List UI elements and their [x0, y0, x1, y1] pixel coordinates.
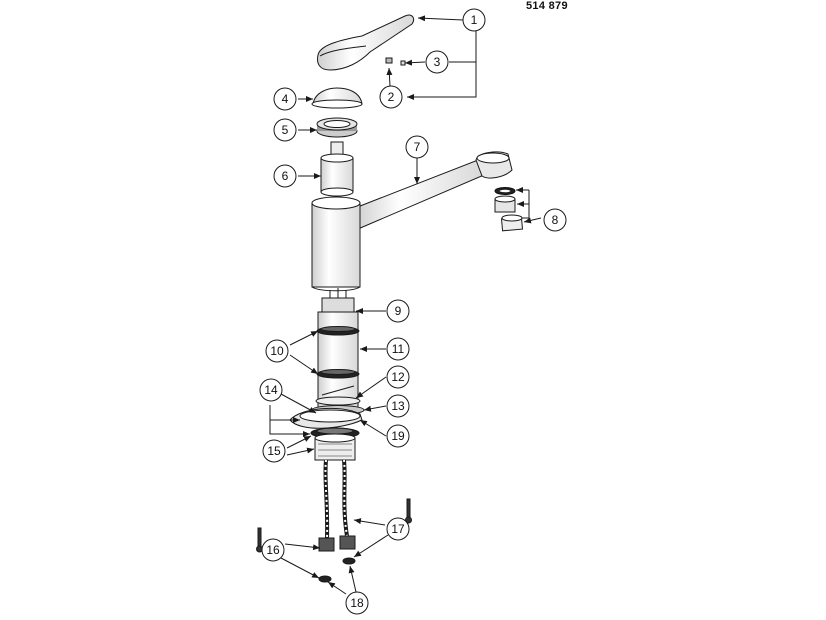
callout-circle	[273, 118, 297, 142]
callout-circle	[265, 339, 289, 363]
callout-circle	[425, 50, 449, 74]
hose-nut-right	[339, 535, 356, 550]
callout-label: 17	[391, 522, 405, 536]
callout-circle	[261, 538, 285, 562]
washer-upper	[315, 396, 361, 406]
callout-7: 7	[405, 135, 429, 159]
callout-circle	[273, 164, 297, 188]
callout-label: 9	[395, 304, 402, 318]
callout-circle	[386, 337, 410, 361]
callout-label: 13	[391, 399, 405, 413]
callout-circle	[462, 8, 486, 32]
grub-screw	[385, 57, 393, 64]
callout-circle	[379, 85, 403, 109]
callout-label: 2	[388, 90, 395, 104]
callout-label: 1	[471, 13, 478, 27]
cartridge-body	[320, 157, 354, 193]
callout-12: 12	[386, 365, 410, 389]
callout-8: 8	[543, 208, 567, 232]
callout-label: 11	[392, 342, 405, 356]
callout-18: 18	[345, 591, 369, 615]
hose-nut-left	[318, 537, 335, 552]
document-number: 514 879	[526, 0, 568, 12]
callout-11: 11	[386, 337, 410, 361]
faucet-body	[311, 202, 361, 288]
callout-14: 14	[259, 378, 283, 402]
callout-label: 19	[391, 429, 405, 443]
callout-circle	[386, 517, 410, 541]
small-pin	[400, 60, 406, 66]
callout-circle	[262, 439, 286, 463]
callout-label: 4	[282, 92, 289, 106]
callout-5: 5	[273, 118, 297, 142]
body-detail	[321, 385, 355, 396]
callout-circle	[386, 394, 410, 418]
callout-3: 3	[425, 50, 449, 74]
callout-label: 5	[282, 123, 289, 137]
braided-hoses	[323, 459, 349, 539]
leader-lines	[269, 15, 542, 595]
callout-circle	[259, 378, 283, 402]
spout	[354, 159, 485, 230]
callout-label: 18	[350, 596, 364, 610]
callout-circle	[386, 365, 410, 389]
callout-9: 9	[386, 299, 410, 323]
callout-6: 6	[273, 164, 297, 188]
lever-handle	[317, 14, 415, 71]
callout-label: 8	[552, 213, 559, 227]
callout-circle	[273, 87, 297, 111]
seal-left	[318, 575, 332, 583]
seal-right	[342, 557, 356, 565]
valve-top	[321, 297, 355, 313]
callout-15: 15	[262, 439, 286, 463]
callout-label: 16	[266, 543, 280, 557]
callout-circle	[405, 135, 429, 159]
stud-left	[257, 527, 262, 549]
callout-label: 14	[264, 383, 278, 397]
callout-circle	[386, 299, 410, 323]
callout-label: 6	[282, 169, 289, 183]
callout-circle	[543, 208, 567, 232]
callout-13: 13	[386, 394, 410, 418]
callout-label: 7	[414, 140, 421, 154]
callout-4: 4	[273, 87, 297, 111]
callout-16: 16	[261, 538, 285, 562]
callout-label: 10	[270, 344, 284, 358]
callout-label: 12	[391, 370, 405, 384]
callout-circle	[345, 591, 369, 615]
callout-2: 2	[379, 85, 403, 109]
callout-label: 3	[434, 55, 441, 69]
callout-19: 19	[386, 424, 410, 448]
stud-right	[406, 498, 411, 520]
callout-1: 1	[462, 8, 486, 32]
callout-label: 15	[267, 444, 281, 458]
callout-17: 17	[386, 517, 410, 541]
callout-10: 10	[265, 339, 289, 363]
callout-circle	[386, 424, 410, 448]
